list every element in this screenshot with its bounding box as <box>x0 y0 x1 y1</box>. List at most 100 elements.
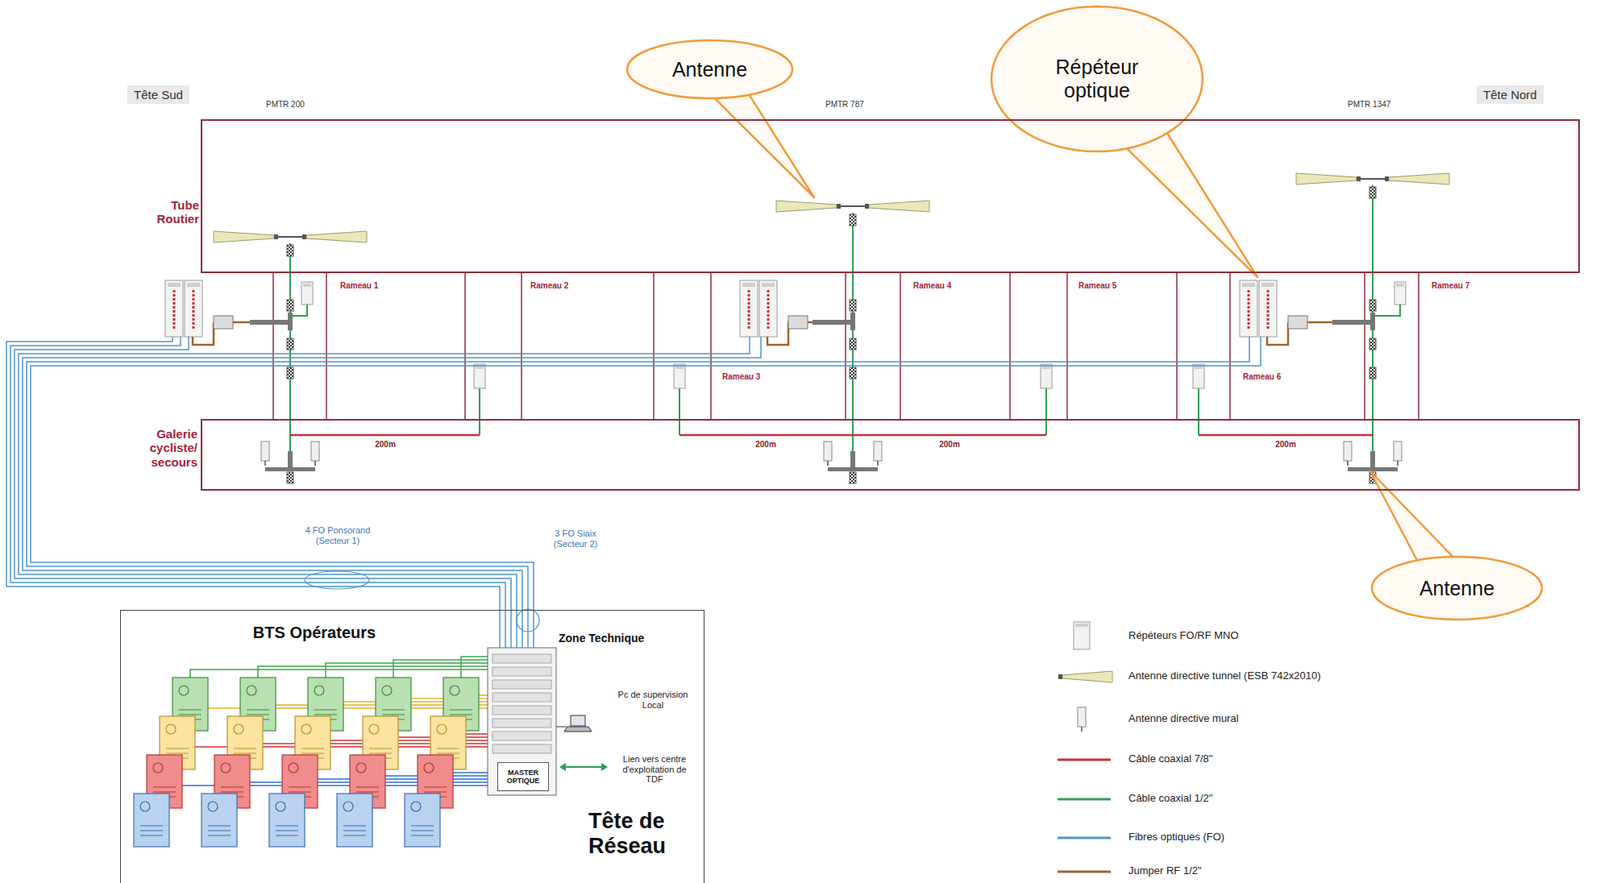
bts-unit-slot <box>343 831 366 832</box>
passage-label: Rameau 3 <box>722 372 761 383</box>
bts-unit-port <box>220 763 231 773</box>
cross-passage-wall <box>1417 273 1420 420</box>
fibre-bundle-label: 4 FO Ponsorand (Secteur 1) <box>299 525 376 546</box>
tunnel-antenna <box>306 231 367 243</box>
distance-label: 200m <box>755 440 777 450</box>
bts-unit-slot <box>356 792 379 794</box>
t-junction <box>850 451 856 470</box>
bts-racks <box>133 656 488 848</box>
wall-antenna <box>823 441 832 462</box>
bts-unit <box>201 793 237 848</box>
legend-line-sample <box>1057 871 1111 874</box>
antenna-feed <box>836 205 869 208</box>
bts-unit-slot <box>382 710 405 711</box>
repeater-top <box>1396 283 1405 287</box>
t-junction <box>1347 467 1398 472</box>
legend-text: Antenne directive mural <box>1128 713 1239 726</box>
bts-unit-slot <box>423 787 447 789</box>
coax-half-inch <box>478 388 481 436</box>
antenna-mount <box>1384 176 1389 182</box>
bts-unit-slot <box>288 792 312 794</box>
bts-rf-cable <box>461 656 488 678</box>
bts-unit-slot <box>356 787 379 789</box>
callout-text: Antenne <box>672 58 748 82</box>
rf-splitter <box>849 338 857 350</box>
bts-unit-slot <box>275 826 299 828</box>
rf-jumper <box>1307 321 1333 325</box>
bts-unit-port <box>275 802 286 812</box>
coax-half-inch <box>1197 388 1200 436</box>
small-repeater <box>673 364 686 389</box>
bts-unit-slot <box>314 710 337 711</box>
callout-tail <box>714 95 815 198</box>
bts-unit-slot <box>301 753 325 755</box>
cabinet-rf-module <box>1247 290 1251 331</box>
callout-ellipse <box>1371 556 1542 620</box>
coupler-box <box>1288 315 1308 329</box>
legend-text: Fibres optiques (FO) <box>1128 831 1225 844</box>
bts-unit-port <box>356 763 366 773</box>
cabinet-top <box>187 282 200 287</box>
bts-unit-port <box>382 685 392 696</box>
wall-antenna-stem <box>1346 461 1349 466</box>
rf-jumper <box>232 321 250 325</box>
bts-unit-slot <box>449 714 473 716</box>
bts-unit-slot <box>275 831 299 832</box>
bts-rf-cable <box>190 669 488 678</box>
passage-label: Rameau 6 <box>1242 372 1281 383</box>
wall-antenna <box>1077 707 1086 728</box>
bts-unit-slot <box>411 831 434 832</box>
bts-unit-slot <box>178 710 202 711</box>
antenna-feed <box>274 236 307 238</box>
tunnel-drawing <box>165 173 1450 484</box>
bts-unit-slot <box>166 753 189 755</box>
legend-text: Répéteurs FO/RF MNO <box>1128 630 1239 643</box>
pmtr-site <box>1239 173 1450 484</box>
rack-slot <box>492 654 552 664</box>
fibre-bundle-label: 3 FO Siaix (Secteur 2) <box>541 528 610 549</box>
bts-unit-port <box>436 724 447 735</box>
bts-unit <box>404 793 441 848</box>
equipment-note: Lien vers centre d'exploitation de TDF <box>615 754 694 786</box>
rf-splitter <box>849 299 857 312</box>
cross-passage-wall <box>272 273 275 420</box>
small-repeater <box>1192 364 1205 389</box>
bts-unit-slot <box>220 787 244 789</box>
antenna-mount <box>836 203 841 209</box>
cross-passage-wall <box>520 273 523 420</box>
coax-7-8 <box>852 434 1047 437</box>
bts-rf-cable <box>325 663 488 678</box>
antenna-feed <box>1356 178 1389 180</box>
bts-unit-port <box>411 802 421 812</box>
rack-slot <box>492 731 552 741</box>
bts-unit-port <box>343 802 354 812</box>
cross-passage-wall <box>1176 273 1178 420</box>
bts-unit <box>269 793 305 848</box>
wall-antenna <box>261 441 270 462</box>
repeater-top <box>1075 623 1089 628</box>
repeater-cabinet <box>1259 280 1277 337</box>
tunnel-antenna <box>868 200 930 212</box>
bts-unit-slot <box>153 792 176 794</box>
coax-7-8 <box>679 434 853 437</box>
coax-7-8 <box>290 434 480 437</box>
bts-unit-port <box>423 763 434 773</box>
rf-jumper <box>1267 322 1289 345</box>
bts-unit-port <box>369 724 379 735</box>
bts-unit-port <box>178 685 189 696</box>
coupler-box <box>788 315 808 329</box>
cross-passage-wall <box>1009 273 1011 420</box>
rack-slot <box>492 693 552 703</box>
bts-unit-slot <box>207 826 231 828</box>
cabinet-rf-module <box>748 290 751 331</box>
bts-unit-slot <box>246 710 270 711</box>
bts-unit-slot <box>301 748 325 750</box>
rf-jumper <box>807 321 813 325</box>
t-junction <box>850 312 856 331</box>
distance-label: 200m <box>939 440 960 450</box>
callout-ellipse <box>627 40 793 99</box>
wall-antenna <box>1393 441 1402 462</box>
bts-unit-slot <box>436 748 460 750</box>
pmtr-marker: PMTR 1347 <box>1347 99 1391 110</box>
